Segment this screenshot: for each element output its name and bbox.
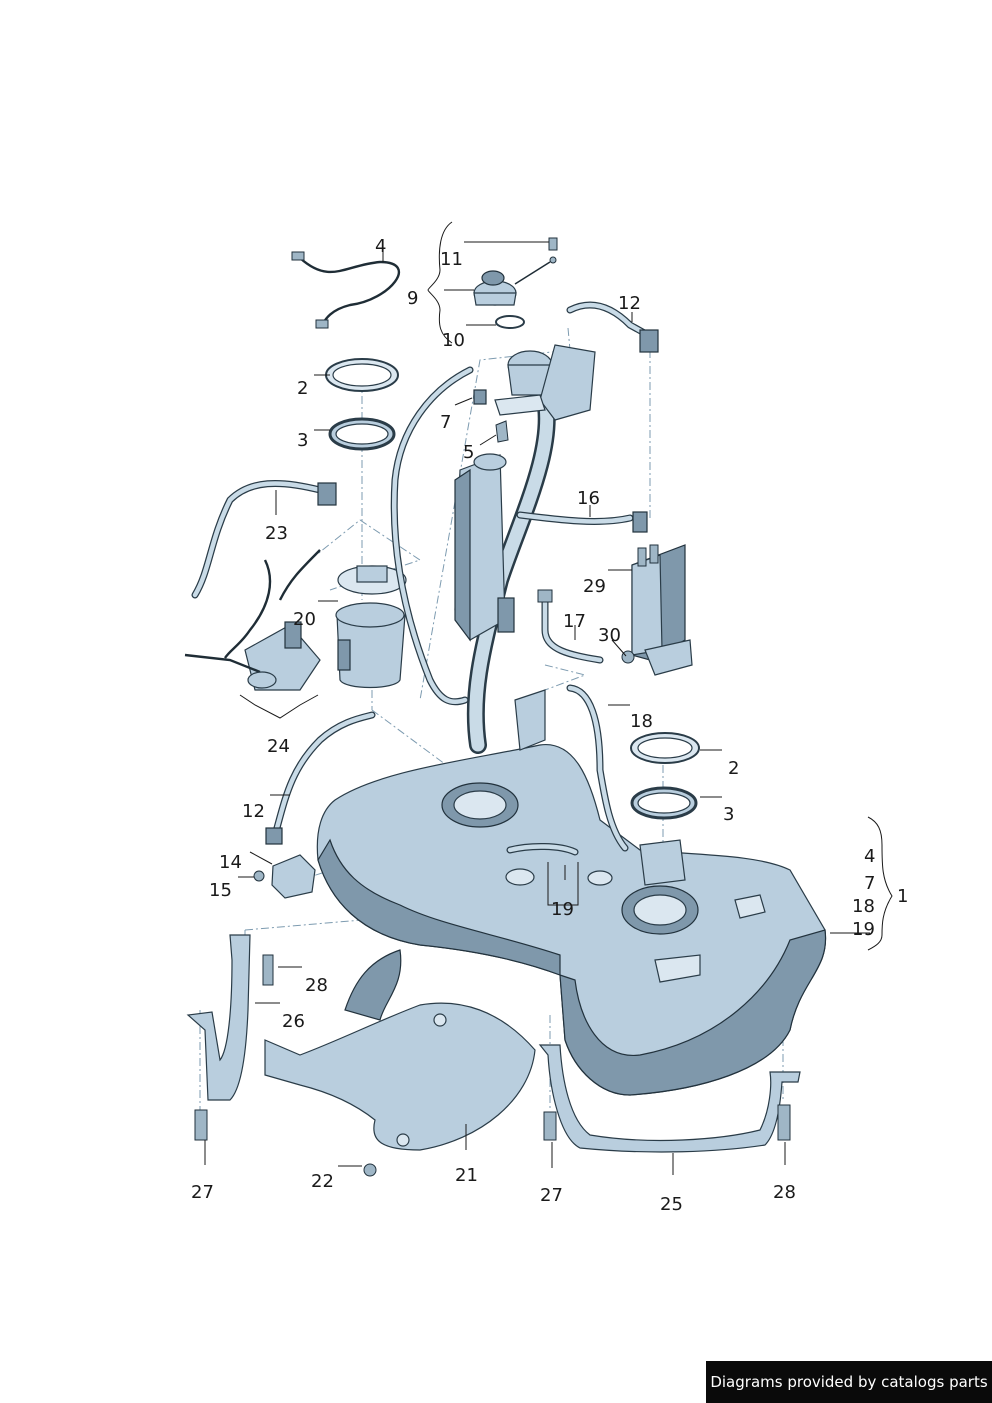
callout-28: 28 — [305, 975, 328, 996]
callout-4: 4 — [375, 236, 386, 257]
callout-22: 22 — [311, 1171, 334, 1192]
small-parts — [253, 389, 509, 899]
callout-28-right: 28 — [773, 1182, 796, 1203]
callout-18: 18 — [630, 711, 653, 732]
callout-15: 15 — [209, 880, 232, 901]
callout-5: 5 — [463, 442, 474, 463]
callout-1-4: 4 — [864, 846, 875, 867]
heat-shield — [264, 949, 536, 1177]
callout-3-right: 3 — [723, 804, 734, 825]
callout-27-mid: 27 — [540, 1185, 563, 1206]
callout-26: 26 — [282, 1011, 305, 1032]
callout-1-18: 18 — [852, 896, 875, 917]
callout-3: 3 — [297, 430, 308, 451]
attribution-banner: Diagrams provided by catalogs parts — [706, 1361, 992, 1403]
bolts — [194, 954, 791, 1141]
callout-labels: 4 9 11 10 12 2 3 7 5 16 23 29 20 17 30 1… — [191, 236, 908, 1215]
fuel-pump-module — [335, 565, 407, 689]
callout-1: 1 — [897, 886, 908, 907]
callout-19-mid: 19 — [551, 899, 574, 920]
callout-24: 24 — [267, 736, 290, 757]
callout-11: 11 — [440, 249, 463, 270]
callout-10: 10 — [442, 330, 465, 351]
callout-9: 9 — [407, 288, 418, 309]
tank-straps — [186, 934, 801, 1153]
callout-17: 17 — [563, 611, 586, 632]
callout-27: 27 — [191, 1182, 214, 1203]
fuel-lines — [191, 301, 659, 856]
callout-1-19: 19 — [852, 919, 875, 940]
callout-7: 7 — [440, 412, 451, 433]
callout-20: 20 — [293, 609, 316, 630]
callout-12: 12 — [618, 293, 641, 314]
charcoal-canister — [621, 544, 693, 676]
callout-30: 30 — [598, 625, 621, 646]
callout-23: 23 — [265, 523, 288, 544]
fuel-cap — [473, 237, 558, 329]
callout-29: 29 — [583, 576, 606, 597]
fuel-tank — [316, 689, 827, 1096]
callout-1-7: 7 — [864, 873, 875, 894]
leader-lines — [204, 221, 893, 1175]
callout-14: 14 — [219, 852, 242, 873]
callout-2-right: 2 — [728, 758, 739, 779]
lock-rings — [325, 358, 700, 820]
callout-21: 21 — [455, 1165, 478, 1186]
filler-neck — [454, 344, 596, 754]
callout-12-mid: 12 — [242, 801, 265, 822]
callout-2: 2 — [297, 378, 308, 399]
wiring-harness — [184, 251, 401, 691]
callout-16: 16 — [577, 488, 600, 509]
callout-25: 25 — [660, 1194, 683, 1215]
